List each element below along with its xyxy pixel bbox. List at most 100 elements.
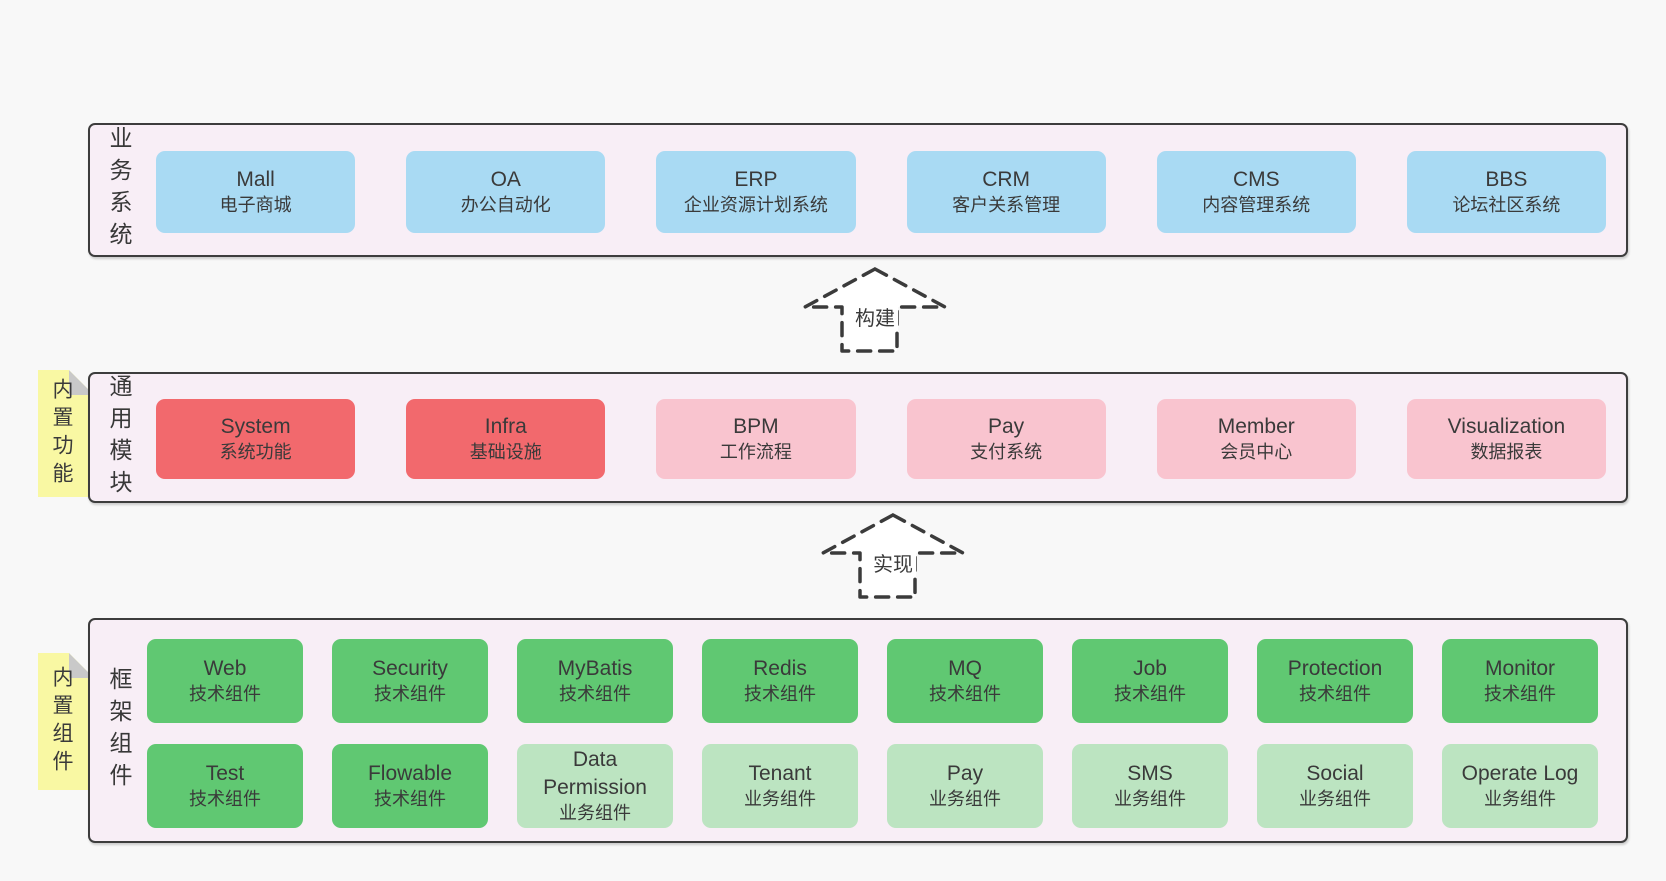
box-subtitle: 业务组件 <box>744 788 816 809</box>
box-crm: CRM 客户关系管理 <box>906 151 1106 233</box>
box-subtitle: 工作流程 <box>719 441 792 462</box>
box-title: MQ <box>948 657 982 681</box>
layer-business-systems: 业务系统 Mall 电子商城 OA 办公自动化 ERP 企业资源计划系统 CRM… <box>88 123 1628 257</box>
box-title: Monitor <box>1484 657 1556 681</box>
box-operate-log: Operate Log 业务组件 <box>1442 744 1598 828</box>
box-infra: Infra 基础设施 <box>406 399 606 479</box>
box-subtitle: 基础设施 <box>469 441 542 462</box>
box-title: Operate Log <box>1461 762 1579 786</box>
box-subtitle: 客户关系管理 <box>952 194 1061 215</box>
box-title: CMS <box>1232 168 1280 192</box>
business-boxes-row: Mall 电子商城 OA 办公自动化 ERP 企业资源计划系统 CRM 客户关系… <box>156 151 1607 233</box>
tab-built-in-components: 内置组件 <box>38 653 94 790</box>
box-title: BBS <box>1485 168 1528 192</box>
box-title: Web <box>203 657 247 681</box>
box-subtitle: 技术组件 <box>374 788 446 809</box>
box-erp: ERP 企业资源计划系统 <box>656 151 856 233</box>
box-visualization: Visualization 数据报表 <box>1406 399 1607 479</box>
box-subtitle: 业务组件 <box>1299 788 1371 809</box>
box-security: Security 技术组件 <box>332 639 488 723</box>
box-subtitle: 技术组件 <box>559 683 631 704</box>
layer-common-modules: 通用模块 System 系统功能 Infra 基础设施 BPM 工作流程 Pay… <box>88 372 1628 503</box>
box-title: Protection <box>1287 657 1383 681</box>
modules-boxes-row: System 系统功能 Infra 基础设施 BPM 工作流程 Pay 支付系统… <box>156 399 1607 479</box>
components-row-1: Web 技术组件 Security 技术组件 MyBatis 技术组件 Redi… <box>147 639 1598 723</box>
arrow-build-label: 构建 <box>852 302 898 331</box>
box-cms: CMS 内容管理系统 <box>1156 151 1356 233</box>
box-title: Infra <box>484 415 527 439</box>
box-sms: SMS 业务组件 <box>1072 744 1228 828</box>
box-subtitle: 业务组件 <box>929 788 1001 809</box>
box-title: Tenant <box>748 762 812 786</box>
box-title: Member <box>1217 415 1295 439</box>
box-title: Security <box>372 657 448 681</box>
box-title: Data Permission <box>543 748 647 800</box>
box-subtitle: 技术组件 <box>374 683 446 704</box>
box-member: Member 会员中心 <box>1156 399 1356 479</box>
layer-components-side-label: 框架组件 <box>106 666 132 795</box>
box-system: System 系统功能 <box>156 399 356 479</box>
box-title: MyBatis <box>557 657 633 681</box>
box-title: Pay <box>946 762 984 786</box>
box-subtitle: 内容管理系统 <box>1202 194 1311 215</box>
box-web: Web 技术组件 <box>147 639 303 723</box>
tab-built-in-features-label: 内置功能 <box>50 377 73 490</box>
box-title: Flowable <box>367 762 453 786</box>
box-mybatis: MyBatis 技术组件 <box>517 639 673 723</box>
box-subtitle: 会员中心 <box>1220 441 1293 462</box>
box-pay-component: Pay 业务组件 <box>887 744 1043 828</box>
box-subtitle: 业务组件 <box>1114 788 1186 809</box>
box-subtitle: 系统功能 <box>219 441 292 462</box>
box-monitor: Monitor 技术组件 <box>1442 639 1598 723</box>
arrow-build: 构建 <box>802 266 948 356</box>
arrow-implement-label: 实现 <box>870 548 916 577</box>
box-subtitle: 电子商城 <box>219 194 292 215</box>
tab-built-in-features: 内置功能 <box>38 370 94 497</box>
box-bbs: BBS 论坛社区系统 <box>1406 151 1607 233</box>
box-flowable: Flowable 技术组件 <box>332 744 488 828</box>
box-title: ERP <box>734 168 778 192</box>
box-subtitle: 技术组件 <box>1484 683 1556 704</box>
box-mq: MQ 技术组件 <box>887 639 1043 723</box>
box-subtitle: 业务组件 <box>1484 788 1556 809</box>
box-title: Social <box>1306 762 1364 786</box>
box-data-permission: Data Permission 业务组件 <box>517 744 673 828</box>
box-tenant: Tenant 业务组件 <box>702 744 858 828</box>
box-title: Job <box>1133 657 1167 681</box>
box-subtitle: 技术组件 <box>1114 683 1186 704</box>
box-subtitle: 技术组件 <box>929 683 1001 704</box>
box-title: System <box>220 415 291 439</box>
box-test: Test 技术组件 <box>147 744 303 828</box>
box-oa: OA 办公自动化 <box>406 151 606 233</box>
box-protection: Protection 技术组件 <box>1257 639 1413 723</box>
box-job: Job 技术组件 <box>1072 639 1228 723</box>
box-title: OA <box>490 168 521 192</box>
arrow-implement: 实现 <box>820 512 966 602</box>
box-subtitle: 技术组件 <box>744 683 816 704</box>
components-row-2: Test 技术组件 Flowable 技术组件 Data Permission … <box>147 744 1598 828</box>
box-subtitle: 技术组件 <box>189 683 261 704</box>
box-subtitle: 支付系统 <box>970 441 1043 462</box>
box-subtitle: 技术组件 <box>1299 683 1371 704</box>
box-title: Redis <box>753 657 807 681</box>
box-subtitle: 办公自动化 <box>460 194 551 215</box>
box-subtitle: 论坛社区系统 <box>1452 194 1561 215</box>
box-mall: Mall 电子商城 <box>156 151 356 233</box>
box-subtitle: 企业资源计划系统 <box>683 194 828 215</box>
box-pay-module: Pay 支付系统 <box>906 399 1106 479</box>
layer-framework-components: 框架组件 Web 技术组件 Security 技术组件 MyBatis 技术组件… <box>88 618 1628 843</box>
tab-built-in-components-label: 内置组件 <box>50 665 73 778</box>
layer-modules-side-label: 通用模块 <box>106 373 132 502</box>
box-redis: Redis 技术组件 <box>702 639 858 723</box>
layer-business-side-label: 业务系统 <box>106 126 132 254</box>
box-title: Mall <box>236 168 275 192</box>
box-bpm: BPM 工作流程 <box>656 399 856 479</box>
box-title: BPM <box>733 415 779 439</box>
box-social: Social 业务组件 <box>1257 744 1413 828</box>
box-title: Visualization <box>1447 415 1566 439</box>
box-subtitle: 技术组件 <box>189 788 261 809</box>
box-subtitle: 数据报表 <box>1470 441 1543 462</box>
box-title: SMS <box>1127 762 1173 786</box>
box-title: Pay <box>988 415 1025 439</box>
box-title: Test <box>205 762 245 786</box>
